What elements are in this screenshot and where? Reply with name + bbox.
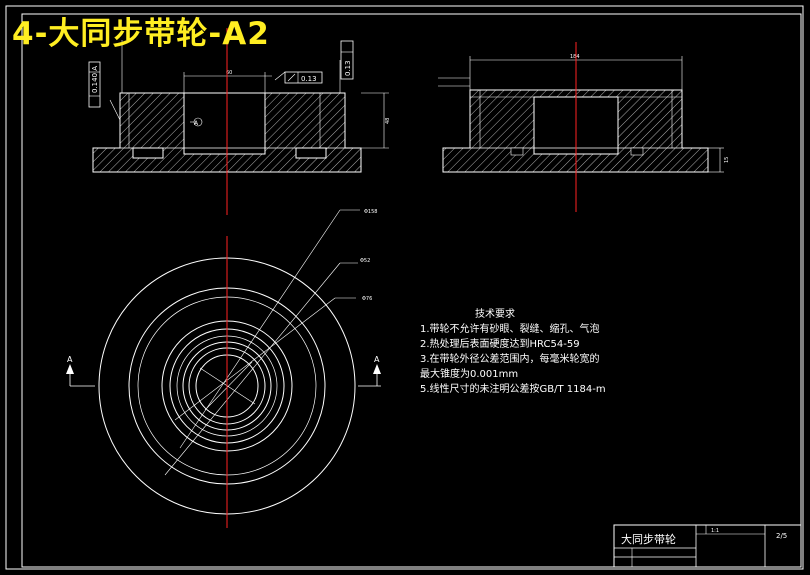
drawing-title-overlay: 4-大同步带轮-A2 (12, 16, 270, 52)
tolerance-frame-left: 0.140 A (88, 61, 101, 108)
section-mark-right: A (374, 355, 380, 364)
title-block-sheet: 2/5 (776, 532, 788, 540)
dimension-d2: Φ52 (360, 258, 370, 264)
dimension-height: 48 (385, 118, 391, 124)
dimension-bore: 60 (226, 70, 232, 76)
tolerance-left-label: 0.140 A (91, 66, 99, 93)
technical-requirement-item: 最大锥度为0.001mm (420, 369, 519, 380)
tolerance-top-label: 0.13 (301, 75, 317, 83)
dimension-d1: Φ158 (364, 209, 377, 215)
datum-label: A (194, 120, 199, 127)
title-block-scale: 1:1 (711, 528, 720, 534)
tolerance-right-label: 0.13 (344, 60, 352, 76)
tolerance-frame-right: 0.13 (340, 40, 354, 80)
left-section-view (92, 40, 389, 173)
technical-requirement-item: 5.线性尺寸的未注明公差按GB/T 1184-m (420, 384, 606, 395)
tolerance-frame-top: 0.13 (284, 71, 323, 84)
inner-frame (21, 13, 802, 568)
technical-requirements: 技术要求 1.带轮不允许有砂眼、裂缝、缩孔、气泡 2.热处理后表面硬度达到HRC… (420, 307, 606, 397)
dimension-width: 184 (570, 54, 580, 60)
right-section-view (438, 56, 724, 173)
technical-requirement-item: 1.带轮不允许有砂眼、裂缝、缩孔、气泡 (420, 324, 600, 335)
title-block (613, 524, 802, 568)
dimension-base: 15 (724, 157, 730, 163)
technical-requirement-item: 2.热处理后表面硬度达到HRC54-59 (420, 339, 580, 350)
technical-requirements-heading: 技术要求 (475, 309, 515, 320)
title-block-part-name: 大同步带轮 (621, 533, 676, 546)
technical-requirement-item: 3.在带轮外径公差范围内，每毫米轮宽的 (420, 354, 600, 365)
section-mark-left: A (67, 355, 73, 364)
dimension-d3: Φ76 (362, 296, 372, 302)
outer-frame (5, 5, 804, 570)
plan-view (66, 209, 381, 515)
